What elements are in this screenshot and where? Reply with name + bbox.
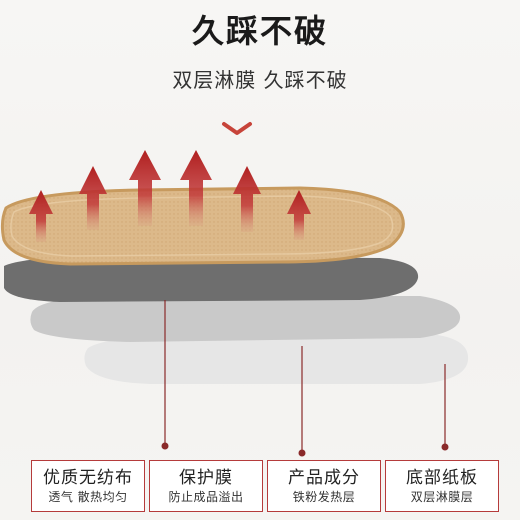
layer-label-desc: 透气 散热均匀: [48, 490, 128, 504]
pointer-dot: [161, 442, 169, 450]
layer-label-box: 底部纸板 双层淋膜层: [385, 460, 499, 512]
layer-label-title: 产品成分: [288, 468, 360, 488]
layer-label-box: 优质无纺布 透气 散热均匀: [31, 460, 145, 512]
chevron-down-icon: [222, 122, 252, 135]
layer-label-box: 产品成分 铁粉发热层: [267, 460, 381, 512]
layer-label-desc: 铁粉发热层: [292, 490, 356, 504]
page-subtitle: 双层淋膜 久踩不破: [172, 68, 348, 92]
heat-arrows: [29, 150, 311, 242]
pointer-lines: [164, 300, 446, 452]
layer-label-desc: 双层淋膜层: [410, 490, 474, 504]
layer-label-title: 优质无纺布: [43, 468, 133, 488]
page-title: 久踩不破: [191, 12, 328, 50]
pointer-dot: [441, 443, 449, 451]
layer-labels: 优质无纺布 透气 散热均匀 保护膜 防止成品溢出 产品成分 铁粉发热层 底部纸板…: [31, 460, 499, 512]
pointer-dot: [298, 449, 306, 457]
component-layer: [30, 296, 461, 342]
layer-label-desc: 防止成品溢出: [168, 490, 244, 504]
bottom-board-layer: [84, 332, 469, 384]
layer-label-box: 保护膜 防止成品溢出: [149, 460, 263, 512]
layer-label-title: 保护膜: [179, 468, 233, 488]
protective-film-layer: [4, 256, 419, 302]
layer-label-title: 底部纸板: [406, 468, 478, 488]
